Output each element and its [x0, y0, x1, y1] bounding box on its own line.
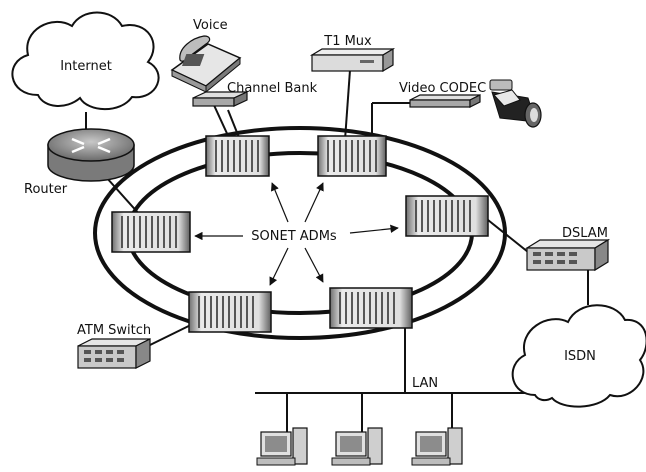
adm-icon	[205, 135, 270, 177]
atm-switch-label: ATM Switch	[77, 323, 151, 338]
lan-label: LAN	[412, 376, 438, 391]
dslam-icon	[524, 238, 611, 272]
router: Router	[24, 128, 135, 197]
isdn-label: ISDN	[564, 349, 596, 364]
adm-right	[405, 195, 489, 237]
channel-bank: Channel Bank	[192, 81, 318, 107]
sonet-adms-label: SONET ADMs	[251, 229, 337, 244]
adm-icon	[188, 291, 272, 333]
isdn-cloud: ISDN	[511, 304, 646, 408]
voice-telephone: Voice	[170, 18, 242, 94]
internet-cloud: Internet	[11, 11, 160, 111]
internet-label: Internet	[60, 59, 112, 74]
cloud-icon	[511, 304, 646, 408]
video-camera-icon	[489, 79, 542, 128]
computer-2	[331, 427, 383, 466]
adm-icon	[329, 287, 413, 329]
channel-bank-icon	[409, 94, 481, 108]
computer-icon	[331, 427, 383, 466]
atm-switch: ATM Switch	[77, 323, 151, 369]
video-codec-label: Video CODEC	[399, 81, 486, 96]
t1-mux-icon	[309, 47, 396, 73]
computer-3	[411, 427, 463, 466]
adm-icon	[405, 195, 489, 237]
computer-1	[256, 427, 308, 466]
t1-mux-label: T1 Mux	[323, 34, 372, 49]
router-label: Router	[24, 182, 68, 197]
cloud-icon	[11, 11, 160, 111]
adm-top-left	[205, 135, 270, 177]
adm-top-right	[317, 135, 387, 177]
channel-bank-icon	[192, 91, 248, 107]
voice-label: Voice	[193, 18, 228, 33]
channel-bank-label: Channel Bank	[227, 81, 318, 96]
adm-icon	[317, 135, 387, 177]
computer-icon	[256, 427, 308, 466]
atm-switch-icon	[77, 338, 151, 369]
telephone-icon	[170, 35, 242, 94]
adm-icon	[111, 211, 191, 253]
computer-icon	[411, 427, 463, 466]
adm-left	[111, 211, 191, 253]
connections	[85, 69, 589, 432]
adm-bottom-left	[188, 291, 272, 333]
dslam: DSLAM	[524, 226, 611, 272]
t1-mux: T1 Mux	[309, 34, 396, 73]
lan: LAN	[412, 376, 438, 391]
adm-bottom-right	[329, 287, 413, 329]
sonet-adms-callout: SONET ADMs	[194, 182, 399, 286]
video-codec: Video CODEC	[399, 79, 542, 128]
dslam-label: DSLAM	[562, 226, 608, 241]
